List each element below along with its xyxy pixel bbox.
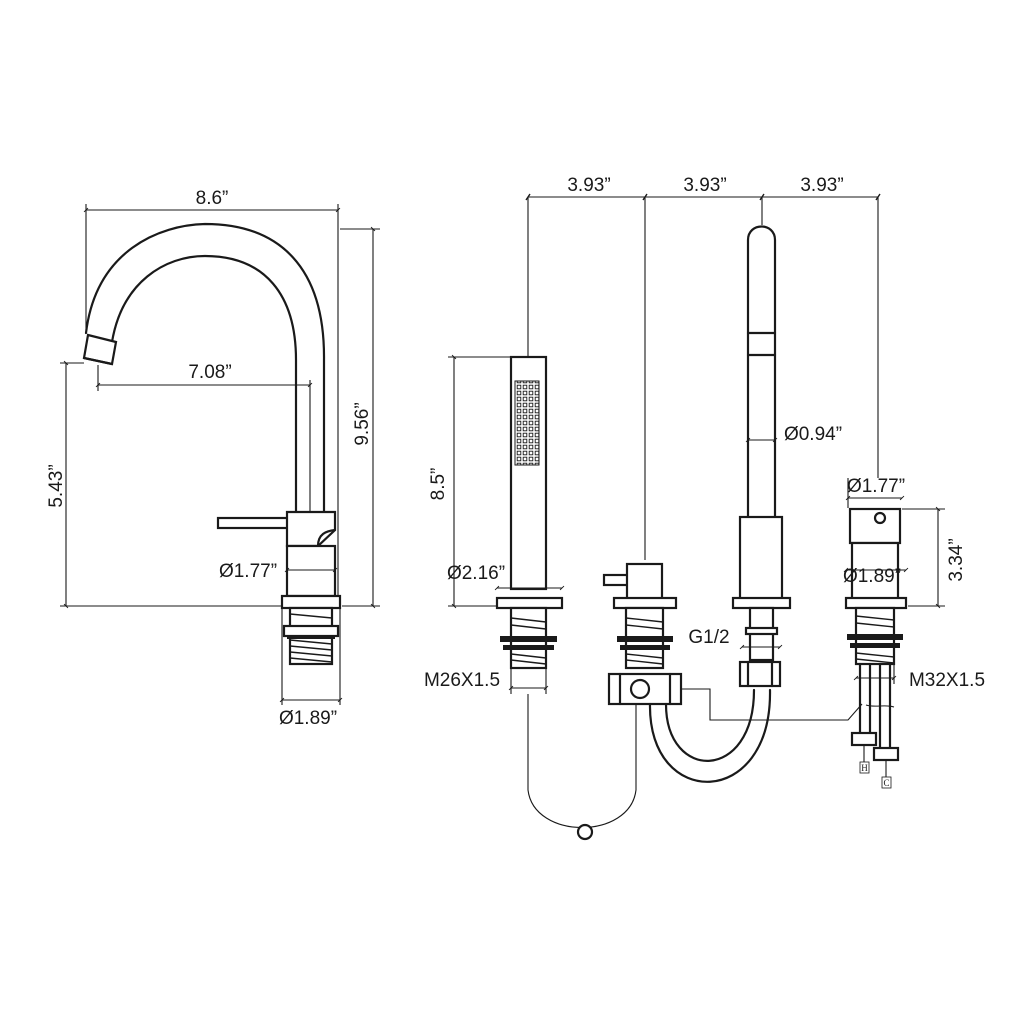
handshower-spray-face <box>514 380 540 466</box>
dim-spout-reach: 7.08” <box>95 362 313 512</box>
tub-spout: Ø0.94” G1/2 <box>688 225 842 688</box>
handshower-length-label: 8.5” <box>428 468 449 501</box>
spout-nut <box>738 660 782 688</box>
spout-tube <box>746 225 777 520</box>
diverter-body <box>625 562 664 602</box>
spout-body <box>738 515 784 601</box>
mixer-height-label: 3.34” <box>946 538 967 581</box>
handshower-diameter-label: Ø2.16” <box>447 563 505 584</box>
dim-spacing: 3.93” 3.93” 3.93” <box>525 175 881 560</box>
faucet-body-top <box>285 510 337 548</box>
lever-handle <box>216 516 290 530</box>
spacing-label-3: 3.93” <box>800 175 843 196</box>
hot-supply-nut <box>850 731 878 747</box>
diverter-valve <box>602 562 863 783</box>
mixer-handle <box>848 507 902 545</box>
cold-label: C <box>883 778 889 788</box>
spacing-label-1: 3.93” <box>567 175 610 196</box>
shank-threads <box>289 613 333 663</box>
spout-width-label: 8.6” <box>196 188 229 209</box>
outlet-height-label: 5.43” <box>46 464 67 507</box>
mixer-handle-diameter-label: Ø1.77” <box>847 476 905 497</box>
gooseneck-inner <box>110 254 298 514</box>
mixer-thread-label: M32X1.5 <box>909 670 985 691</box>
handshower-flange <box>495 596 564 610</box>
mixer-flange <box>844 596 908 610</box>
faucet-flange <box>280 594 342 610</box>
mixer-valve: Ø1.77” Ø1.89” 3.34” M32X1.5 <box>843 476 985 789</box>
spout-flange-diameter-label: Ø1.89” <box>279 708 337 729</box>
faucet-body <box>285 544 337 598</box>
faucet-nut <box>282 624 340 638</box>
cold-supply-nut <box>872 746 900 762</box>
spacing-label-2: 3.93” <box>683 175 726 196</box>
hot-label: H <box>861 763 868 773</box>
gooseneck-outer <box>84 222 326 514</box>
handshower: 8.5” Ø2.16” M26X1.5 <box>424 354 637 841</box>
gooseneck-faucet: 8.6” 7.08” Ø1.77” <box>46 188 380 729</box>
spout-body-diameter-label: Ø1.77” <box>219 561 277 582</box>
dim-outlet-height: 5.43” <box>46 360 282 609</box>
handshower-hose <box>527 694 637 828</box>
spout-tube-diameter-label: Ø0.94” <box>784 424 842 445</box>
diverter-flange <box>612 596 678 610</box>
spout-reach-label: 7.08” <box>188 362 231 383</box>
dim-spout-flange: Ø1.89” <box>279 608 343 729</box>
mixer-body-diameter-label: Ø1.89” <box>843 566 901 587</box>
dim-spout-width: 8.6” <box>83 188 341 600</box>
deck-mount-set: 3.93” 3.93” 3.93” 8.5” Ø2.16” M26X1 <box>424 175 985 841</box>
u-pipe <box>648 688 772 783</box>
dim-spout-height: 9.56” <box>340 226 380 609</box>
handshower-thread-label: M26X1.5 <box>424 670 500 691</box>
diverter-thread-label: G1/2 <box>688 627 729 648</box>
diverter-to-mixer-line <box>681 688 863 721</box>
spout-height-label: 9.56” <box>352 402 373 445</box>
spout-flange <box>731 596 792 610</box>
